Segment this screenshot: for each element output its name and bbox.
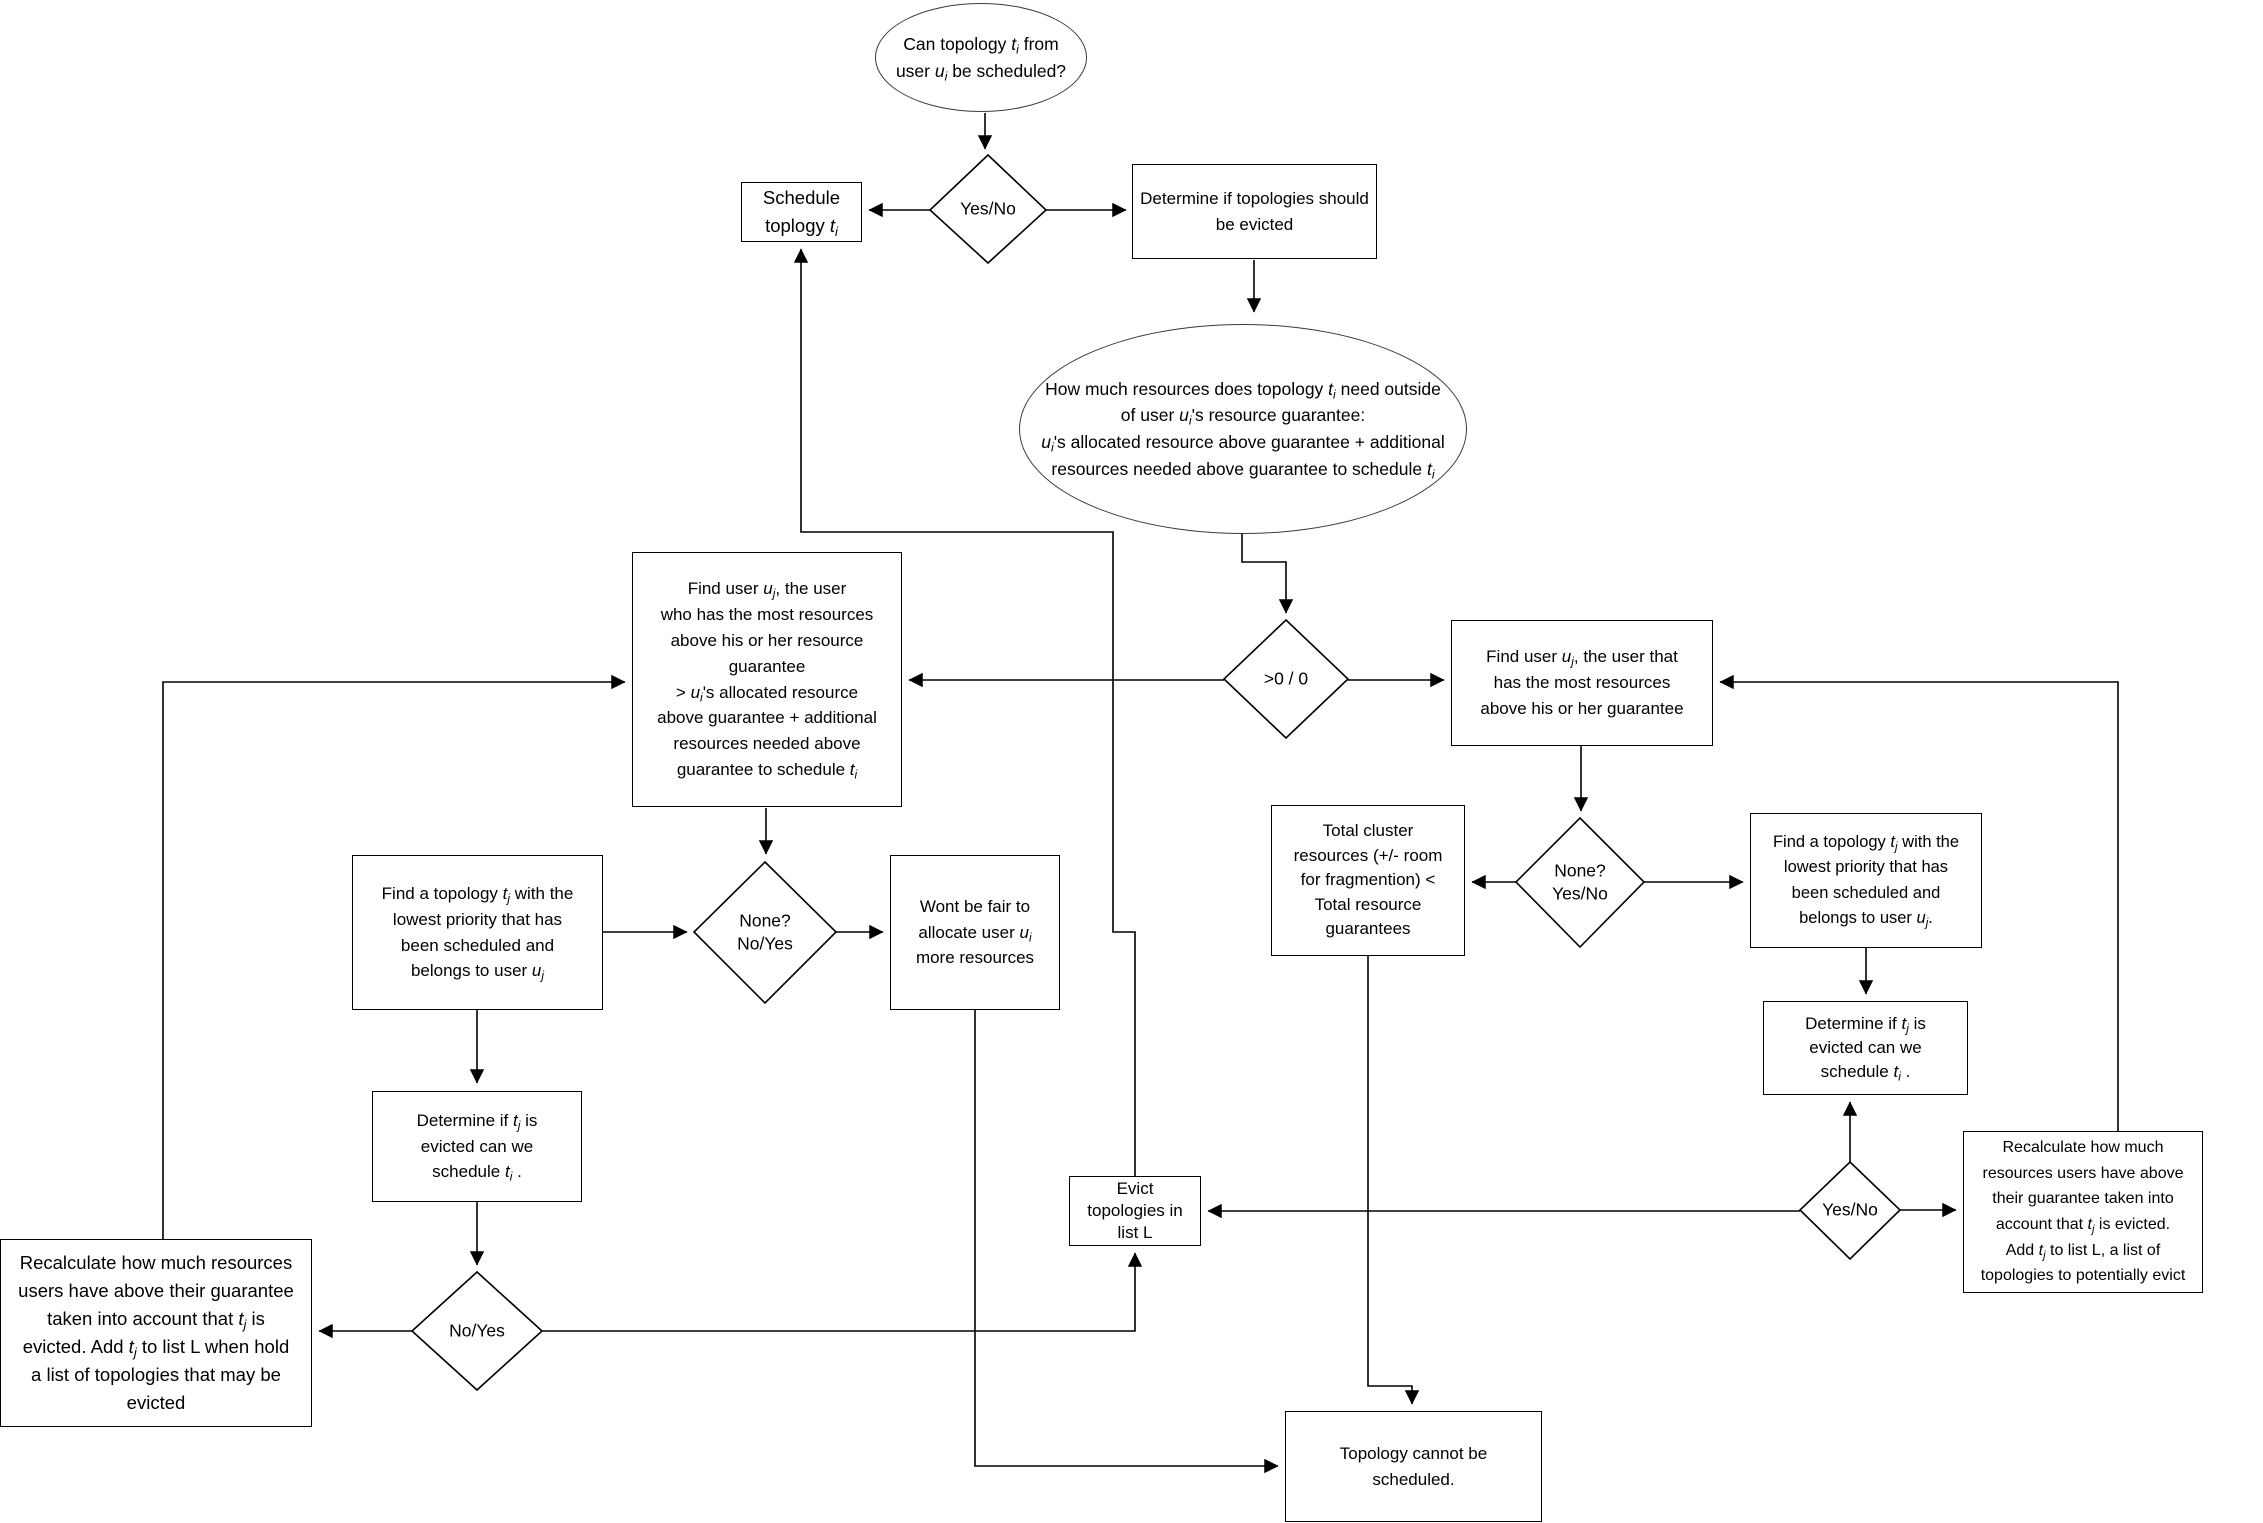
determine-left-node: Determine if tj is evicted can we schedu… <box>372 1091 582 1202</box>
noyes-left-label: No/Yes <box>449 1320 505 1341</box>
total-cluster-label: Total cluster resources (+/- room for fr… <box>1293 820 1443 939</box>
find-user-left-label: Find user uj, the user who has the most … <box>657 579 877 782</box>
yesno-right-label: Yes/No <box>1822 1199 1878 1220</box>
find-topology-right-label: Find a topology tj with the lowest prior… <box>1772 833 1960 930</box>
determine-right-label: Determine if tj is evicted can we schedu… <box>1805 1014 1926 1084</box>
determine-left-label: Determine if tj is evicted can we schedu… <box>416 1110 538 1184</box>
wont-be-fair-label: Wont be fair to allocate user ui more re… <box>915 896 1035 968</box>
schedule-node: Schedule toplogy ti <box>741 182 862 242</box>
find-topology-right-node: Find a topology tj with the lowest prior… <box>1750 813 1982 948</box>
recalc-right-node: Recalculate how much resources users hav… <box>1963 1131 2203 1293</box>
yesno-right-diamond-shape <box>1798 1160 1902 1261</box>
find-user-right-node: Find user uj, the user that has the most… <box>1451 620 1713 746</box>
gt0-label: >0 / 0 <box>1263 668 1309 689</box>
schedule-label: Schedule toplogy ti <box>762 186 841 239</box>
find-topology-left-node: Find a topology tj with the lowest prior… <box>352 855 603 1010</box>
determine-evict-label: Determine if topologies should be evicte… <box>1140 188 1369 234</box>
start-node: Can topology ti from user ui be schedule… <box>875 3 1087 112</box>
none-right-diamond-shape <box>1514 816 1646 949</box>
can-schedule-label: Yes/No <box>960 198 1016 219</box>
recalc-left-label: Recalculate how much resources users hav… <box>18 1251 294 1414</box>
connector-recalc-right-to-find-user-right <box>1719 674 2119 1131</box>
noyes-left-diamond-shape <box>410 1270 544 1392</box>
find-user-left-node: Find user uj, the user who has the most … <box>632 552 902 807</box>
wont-be-fair-node: Wont be fair to allocate user ui more re… <box>890 855 1060 1010</box>
connector-total-cluster-to-cannot-schedule <box>1367 956 1420 1405</box>
none-left-diamond-shape <box>692 860 838 1005</box>
connector-noyes-left-to-evict-list <box>542 1252 1143 1332</box>
connector-evict-list-to-schedule <box>793 248 1136 1176</box>
how-much-node: How much resources does topology ti need… <box>1019 324 1467 534</box>
cannot-schedule-label: Topology cannot be scheduled. <box>1339 1443 1488 1489</box>
determine-right-node: Determine if tj is evicted can we schedu… <box>1763 1001 1968 1095</box>
connector-wont-be-fair-to-cannot-schedule <box>974 1010 1279 1474</box>
can-schedule-diamond-shape <box>928 153 1048 265</box>
find-topology-left-label: Find a topology tj with the lowest prior… <box>381 883 574 983</box>
connector-how-much-to-gt0 <box>1241 534 1294 614</box>
evict-list-node: Evict topologies in list L <box>1069 1176 1201 1246</box>
cannot-schedule-node: Topology cannot be scheduled. <box>1285 1411 1542 1522</box>
evict-list-label: Evict topologies in list L <box>1087 1178 1183 1243</box>
how-much-label: How much resources does topology ti need… <box>1041 378 1445 482</box>
recalc-left-node: Recalculate how much resources users hav… <box>0 1239 312 1427</box>
none-right-label: None? Yes/No <box>1552 860 1608 903</box>
determine-evict-node: Determine if topologies should be evicte… <box>1132 164 1377 259</box>
recalc-right-label: Recalculate how much resources users hav… <box>1980 1139 2186 1285</box>
find-user-right-label: Find user uj, the user that has the most… <box>1480 647 1684 718</box>
none-left-label: None? No/Yes <box>737 910 793 953</box>
connector-recalc-left-to-find-user-left <box>162 674 626 1239</box>
total-cluster-node: Total cluster resources (+/- room for fr… <box>1271 805 1465 956</box>
gt0-diamond-shape <box>1222 618 1350 740</box>
start-label: Can topology ti from user ui be schedule… <box>895 33 1067 84</box>
